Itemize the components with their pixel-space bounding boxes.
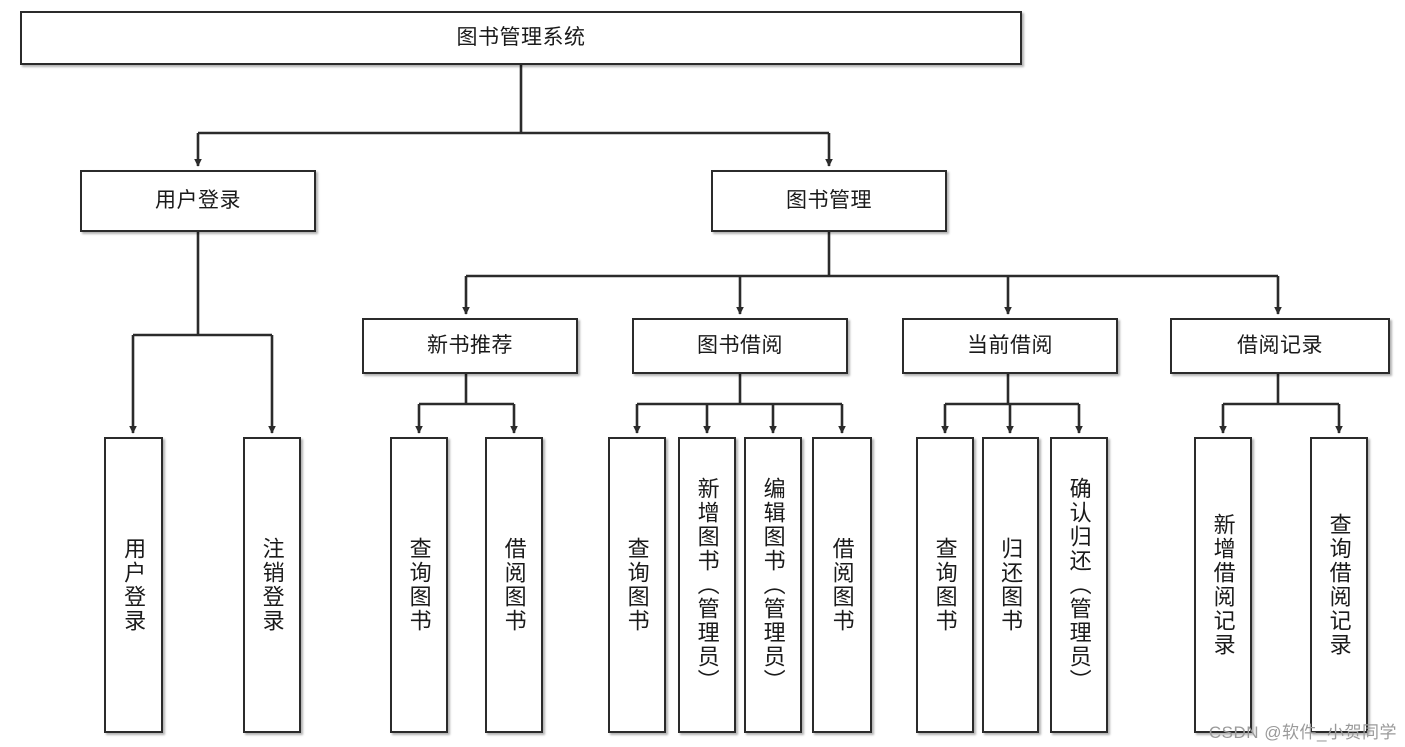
node-label: 借阅记录 [1237,333,1323,357]
node-label: 查询借阅记录 [1326,513,1352,657]
node-label: 新书推荐 [427,333,513,357]
leaf-borrow-book[interactable]: 借阅图书 [812,437,872,733]
node-label: 新增图书（管理员） [694,477,720,693]
node-label: 借阅图书 [501,537,527,633]
leaf-confirm-return-admin[interactable]: 确认归还（管理员） [1050,437,1108,733]
leaf-add-book-admin[interactable]: 新增图书（管理员） [678,437,736,733]
node-label: 注销登录 [259,537,285,633]
node-label: 用户登录 [155,188,241,212]
leaf-return-book[interactable]: 归还图书 [982,437,1039,733]
leaf-query-book-rec[interactable]: 查询图书 [390,437,448,733]
node-label: 新增借阅记录 [1210,513,1236,657]
node-user-login[interactable]: 用户登录 [80,170,316,232]
node-root-system[interactable]: 图书管理系统 [20,11,1022,65]
node-label: 查询图书 [406,537,432,633]
node-label: 图书管理 [786,188,872,212]
leaf-query-borrow-record[interactable]: 查询借阅记录 [1310,437,1368,733]
leaf-query-book-borrow[interactable]: 查询图书 [608,437,666,733]
node-book-borrow[interactable]: 图书借阅 [632,318,848,374]
node-book-management[interactable]: 图书管理 [711,170,947,232]
node-label: 图书管理系统 [456,25,586,49]
node-new-book-recommend[interactable]: 新书推荐 [362,318,578,374]
node-label: 归还图书 [998,537,1024,633]
leaf-user-login[interactable]: 用户登录 [104,437,163,733]
node-label: 图书借阅 [697,333,783,357]
node-borrow-record[interactable]: 借阅记录 [1170,318,1390,374]
node-label: 查询图书 [624,537,650,633]
node-label: 当前借阅 [967,333,1053,357]
node-label: 借阅图书 [829,537,855,633]
node-current-borrow[interactable]: 当前借阅 [902,318,1118,374]
leaf-query-book-current[interactable]: 查询图书 [916,437,974,733]
leaf-logout[interactable]: 注销登录 [243,437,301,733]
node-label: 编辑图书（管理员） [760,477,786,693]
leaf-add-borrow-record[interactable]: 新增借阅记录 [1194,437,1252,733]
node-label: 查询图书 [932,537,958,633]
node-label: 用户登录 [121,537,147,633]
node-label: 确认归还（管理员） [1066,477,1092,693]
leaf-borrow-book-rec[interactable]: 借阅图书 [485,437,543,733]
leaf-edit-book-admin[interactable]: 编辑图书（管理员） [744,437,802,733]
